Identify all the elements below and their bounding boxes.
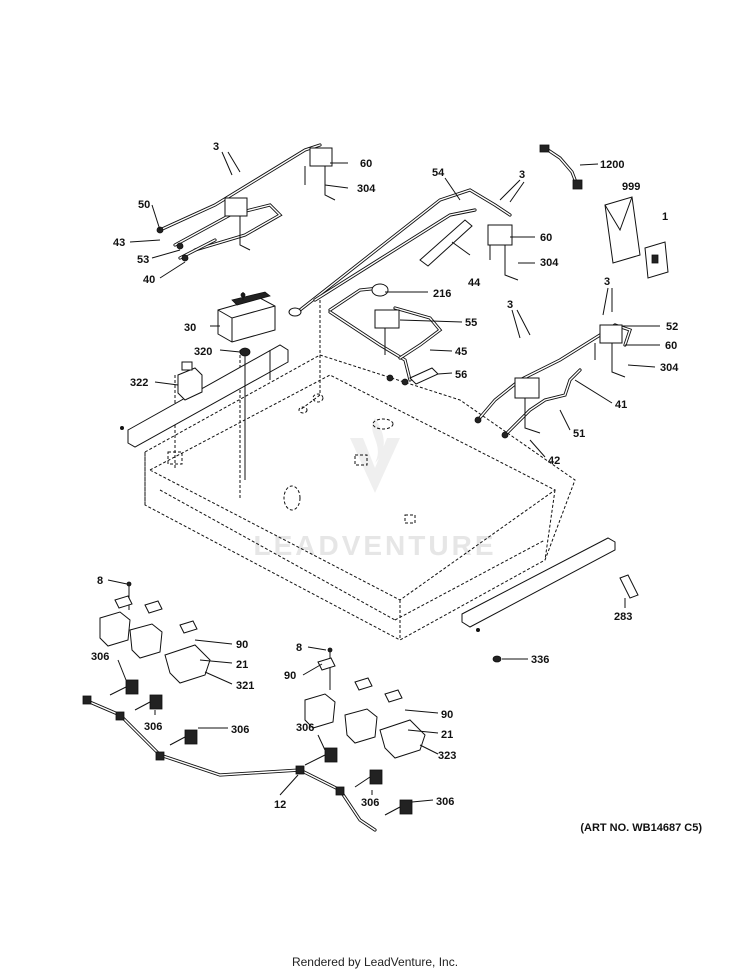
label-304: 304: [357, 183, 376, 195]
board-1: [644, 241, 669, 279]
label-41: 41: [615, 399, 627, 411]
manifold-left: [99, 581, 211, 746]
module-30: [217, 291, 276, 343]
label-306: 306: [91, 651, 109, 663]
leadventure-logo-icon: [350, 418, 400, 493]
label-51: 51: [573, 428, 585, 440]
bushing-320: [239, 347, 251, 480]
label-60: 60: [540, 232, 552, 244]
label-3: 3: [213, 141, 219, 153]
label-8: 8: [97, 575, 103, 587]
label-320: 320: [194, 346, 212, 358]
label-60: 60: [360, 158, 372, 170]
label-3: 3: [507, 299, 513, 311]
label-306: 306: [361, 797, 379, 809]
label-322: 322: [130, 377, 148, 389]
manual-999: [604, 196, 641, 264]
label-44: 44: [468, 277, 481, 289]
label-43: 43: [113, 237, 125, 249]
label-21: 21: [236, 659, 248, 671]
wire-harness-12: [82, 695, 377, 832]
label-40: 40: [143, 274, 155, 286]
sensor-cable-1200: [539, 144, 583, 190]
label-53: 53: [137, 254, 149, 266]
label-21: 21: [441, 729, 453, 741]
label-323: 323: [438, 750, 456, 762]
label-336: 336: [531, 654, 549, 666]
footer-credit: Rendered by LeadVenture, Inc.: [291, 955, 459, 969]
part-283: [619, 574, 639, 599]
label-283: 283: [614, 611, 632, 623]
label-60: 60: [665, 340, 677, 352]
label-306: 306: [144, 721, 162, 733]
label-1200: 1200: [600, 159, 624, 171]
label-304: 304: [540, 257, 559, 269]
valve-assembly-middle: [328, 306, 443, 386]
label-54: 54: [432, 167, 445, 179]
label-56: 56: [455, 369, 467, 381]
label-52: 52: [666, 321, 678, 333]
part-336: [492, 655, 502, 663]
label-304: 304: [660, 362, 679, 374]
label-90: 90: [284, 670, 296, 682]
manifold-right: [304, 647, 426, 816]
label-8: 8: [296, 642, 302, 654]
label-3: 3: [604, 276, 610, 288]
label-90: 90: [236, 639, 248, 651]
leader-lines: [107, 151, 660, 803]
label-42: 42: [548, 455, 560, 467]
burner-box: [144, 300, 576, 641]
watermark-text: LEADVENTURE: [253, 530, 497, 561]
label-321: 321: [236, 680, 254, 692]
art-number: (ART NO. WB14687 C5): [580, 822, 702, 834]
label-999: 999: [622, 181, 640, 193]
label-306: 306: [231, 724, 249, 736]
label-55: 55: [465, 317, 477, 329]
label-50: 50: [138, 199, 150, 211]
label-216: 216: [433, 288, 451, 300]
transformer-322: [177, 361, 203, 401]
label-12: 12: [274, 799, 286, 811]
valve-assembly-top-right: [288, 188, 519, 317]
label-90: 90: [441, 709, 453, 721]
hose-216: [328, 283, 389, 312]
part-labels: 3 60 304 50 43 53 40 54 3 60 304 44 216 …: [91, 141, 679, 811]
left-bracket: [120, 344, 289, 448]
label-30: 30: [184, 322, 196, 334]
label-306: 306: [296, 722, 314, 734]
label-45: 45: [455, 346, 467, 358]
label-3: 3: [519, 169, 525, 181]
right-bracket: [461, 537, 616, 632]
label-306: 306: [436, 796, 454, 808]
label-1: 1: [662, 211, 668, 223]
valve-assembly-top-left: [156, 143, 336, 262]
valve-assembly-right: [474, 323, 633, 439]
